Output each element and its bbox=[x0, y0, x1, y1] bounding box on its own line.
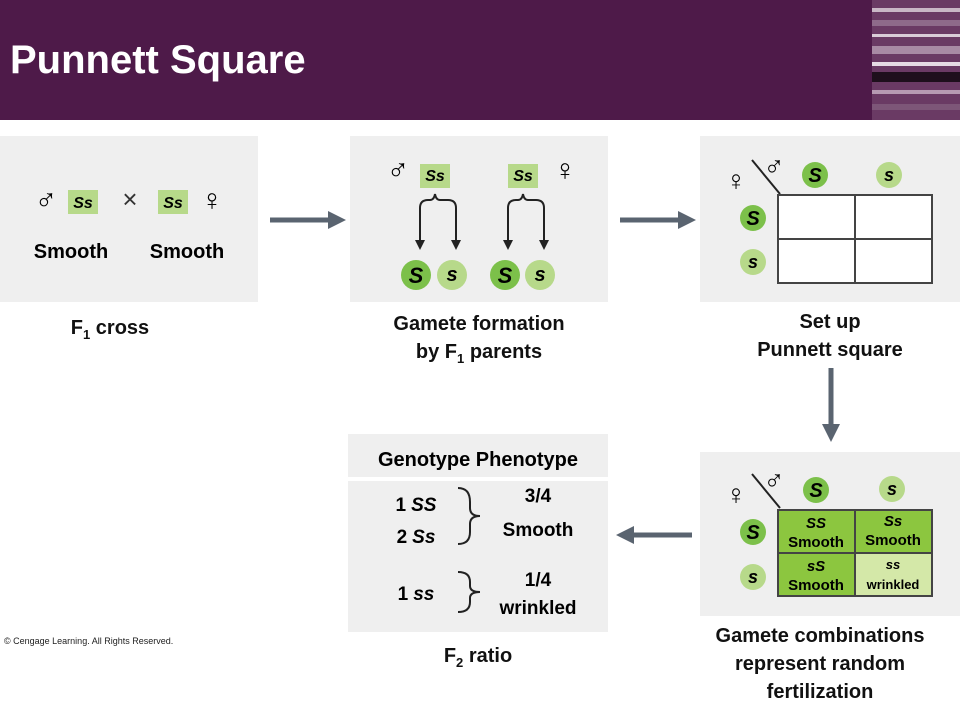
arrow-right-icon bbox=[270, 211, 346, 229]
svg-text:ss: ss bbox=[886, 557, 900, 572]
female-phenotype: Smooth bbox=[150, 241, 224, 263]
male-symbol-icon: ♂ bbox=[764, 465, 785, 496]
brace bbox=[457, 571, 481, 613]
gamete-allele bbox=[525, 260, 555, 290]
page-title: Punnett Square bbox=[10, 38, 306, 82]
phenotype-fraction: 1/4 bbox=[525, 570, 552, 591]
female-genotype: Ss bbox=[513, 168, 533, 185]
arrow-right-icon bbox=[620, 211, 696, 229]
female-symbol-icon: ♀ bbox=[554, 154, 577, 187]
svg-text:Smooth: Smooth bbox=[788, 534, 844, 551]
phenotype-label: Smooth bbox=[503, 520, 574, 541]
gamete-allele bbox=[490, 260, 520, 290]
svg-text:S: S bbox=[746, 522, 760, 544]
f2-ratio-caption: F2 ratio bbox=[443, 645, 513, 670]
punnett-cell bbox=[854, 552, 933, 597]
copyright-notice: © Cengage Learning. All Rights Reserved. bbox=[4, 636, 174, 646]
punnett-cell bbox=[777, 552, 856, 597]
svg-text:sS: sS bbox=[807, 558, 825, 575]
svg-text:s: s bbox=[534, 264, 545, 286]
svg-text:s: s bbox=[887, 479, 897, 499]
phenotype-label: wrinkled bbox=[498, 598, 576, 619]
fertilization-caption: Gamete combinations represent random fer… bbox=[715, 625, 925, 703]
filled-punnett-panel: ♀ ♂ S s S s SS Smooth Ss Smooth sS Smoot… bbox=[700, 452, 960, 616]
svg-text:s: s bbox=[748, 567, 758, 587]
arrow-down-icon bbox=[822, 368, 840, 442]
female-symbol-icon: ♀ bbox=[726, 165, 747, 196]
cross-icon: × bbox=[122, 184, 137, 214]
f1-cross-panel: ♂ Ss × Ss ♀ Smooth Smooth bbox=[0, 136, 258, 302]
setup-punnett-panel: ♀ ♂ S s S s bbox=[700, 136, 960, 302]
filled-punnett-square: ♀ ♂ S s S s SS Smooth Ss Smooth sS Smoot… bbox=[726, 465, 933, 597]
male-symbol-icon: ♂ bbox=[764, 151, 785, 182]
svg-text:S: S bbox=[809, 480, 823, 502]
male-genotype-box bbox=[68, 190, 98, 214]
header-bar: Punnett Square bbox=[0, 0, 960, 120]
svg-text:SS: SS bbox=[806, 515, 826, 532]
svg-text:s: s bbox=[748, 252, 758, 272]
svg-text:Smooth: Smooth bbox=[865, 532, 921, 549]
ratio-header: Genotype Phenotype bbox=[378, 449, 578, 471]
gamete-formation-panel: ♂ Ss Ss ♀ S s S s bbox=[350, 136, 608, 302]
male-genotype: Ss bbox=[425, 168, 445, 185]
split-bracket bbox=[419, 193, 457, 209]
punnett-cell bbox=[854, 509, 933, 554]
male-genotype: Ss bbox=[73, 195, 93, 212]
gamete-allele bbox=[437, 260, 467, 290]
svg-text:Smooth: Smooth bbox=[788, 577, 844, 594]
empty-punnett-square: ♀ ♂ S s S s bbox=[726, 151, 933, 284]
f1-cross-diagram: ♂ Ss × Ss ♀ Smooth Smooth bbox=[34, 184, 224, 263]
brace bbox=[457, 487, 481, 545]
male-symbol-icon: ♂ bbox=[387, 154, 410, 187]
gamete-formation-diagram: ♂ Ss Ss ♀ S s S s bbox=[387, 154, 577, 290]
svg-text:s: s bbox=[884, 165, 894, 185]
punnett-cell bbox=[777, 509, 856, 554]
svg-text:S: S bbox=[409, 263, 424, 288]
female-genotype-box bbox=[158, 190, 188, 214]
svg-text:S: S bbox=[498, 263, 513, 288]
female-symbol-icon: ♀ bbox=[201, 184, 224, 217]
male-phenotype: Smooth bbox=[34, 241, 108, 263]
split-bracket bbox=[507, 193, 545, 209]
female-symbol-icon: ♀ bbox=[726, 479, 747, 510]
gamete-formation-caption: Gamete formation by F1 parents bbox=[393, 313, 565, 366]
svg-text:S: S bbox=[808, 165, 822, 187]
f1-cross-caption: F1 cross bbox=[70, 317, 150, 342]
setup-punnett-caption: Set up Punnett square bbox=[757, 311, 903, 361]
male-symbol-icon: ♂ bbox=[35, 184, 58, 217]
header-decorative-image bbox=[872, 0, 960, 120]
phenotype-fraction: 3/4 bbox=[525, 486, 552, 507]
svg-text:Ss: Ss bbox=[884, 513, 902, 530]
arrow-left-icon bbox=[616, 526, 692, 544]
svg-text:s: s bbox=[446, 264, 457, 286]
female-genotype: Ss bbox=[163, 195, 183, 212]
gamete-allele bbox=[401, 260, 431, 290]
svg-text:wrinkled: wrinkled bbox=[866, 577, 920, 592]
svg-text:S: S bbox=[746, 208, 760, 230]
